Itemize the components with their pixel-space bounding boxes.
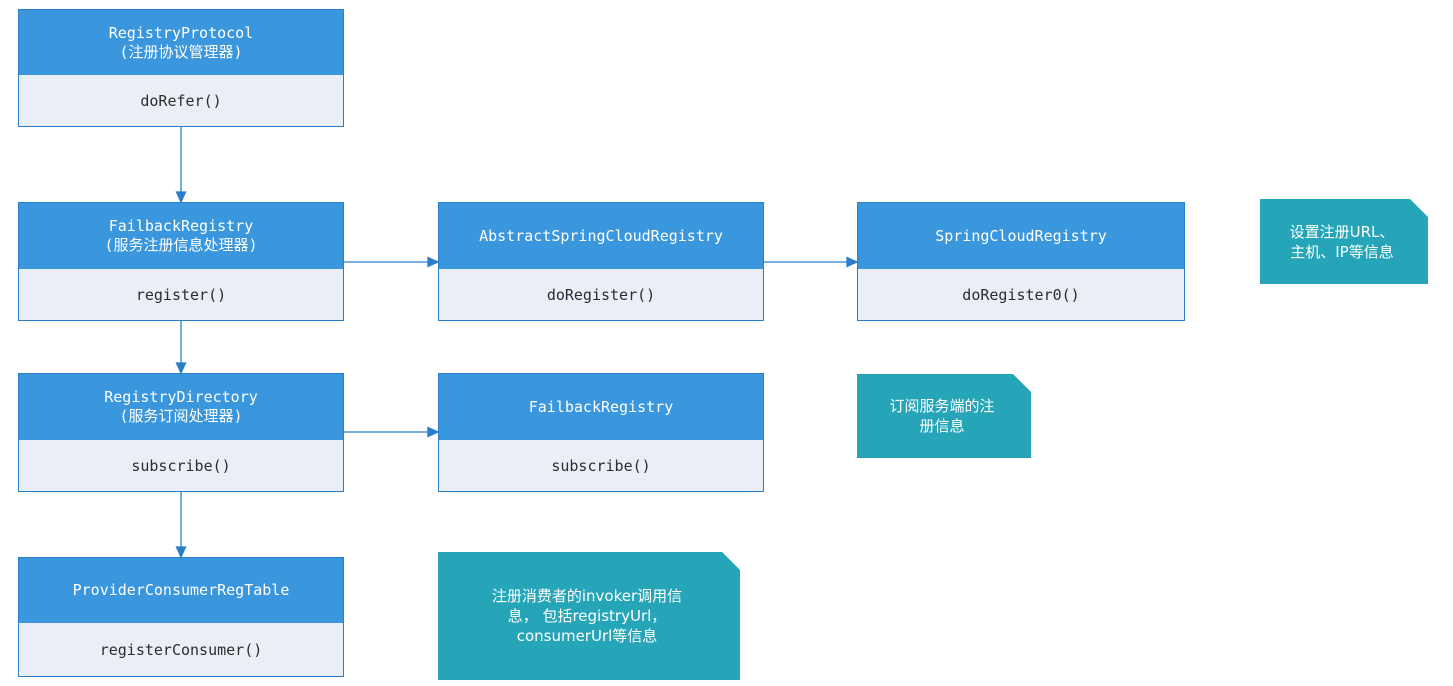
arrowhead-icon bbox=[427, 256, 440, 268]
registry-protocol-method: doRefer() bbox=[140, 91, 222, 110]
failback-registry-subscribe-method-row: subscribe() bbox=[439, 440, 763, 491]
registry-directory-method: subscribe() bbox=[131, 456, 231, 475]
abstract-spring-cloud-registry-node: AbstractSpringCloudRegistry doRegister() bbox=[438, 202, 764, 321]
failback-registry-title: FailbackRegistry bbox=[108, 217, 254, 235]
failback-registry-method-row: register() bbox=[19, 269, 343, 320]
arrowhead-icon bbox=[175, 191, 187, 204]
failback-registry-method: register() bbox=[135, 285, 227, 304]
abstract-spring-cloud-registry-title: AbstractSpringCloudRegistry bbox=[479, 226, 723, 245]
registry-protocol-title: RegistryProtocol bbox=[108, 23, 254, 42]
registry-protocol-header: RegistryProtocol (注册协议管理器) bbox=[19, 10, 343, 75]
note-fold-corner bbox=[1013, 374, 1031, 392]
consumer-note-text: 注册消费者的invoker调用信 息， 包括registryUrl， consu… bbox=[491, 587, 683, 645]
registry-directory-header: RegistryDirectory (服务订阅处理器) bbox=[19, 374, 343, 440]
spring-cloud-registry-method: doRegister0() bbox=[962, 285, 1080, 304]
spring-cloud-registry-method-row: doRegister0() bbox=[858, 269, 1184, 320]
registry-directory-method-row: subscribe() bbox=[19, 440, 343, 491]
provider-consumer-reg-table-title: ProviderConsumerRegTable bbox=[72, 581, 290, 599]
registry-protocol-method-row: doRefer() bbox=[19, 75, 343, 126]
spring-cloud-registry-title: SpringCloudRegistry bbox=[935, 226, 1107, 245]
spring-cloud-registry-header: SpringCloudRegistry bbox=[858, 203, 1184, 269]
provider-consumer-reg-table-method: registerConsumer() bbox=[99, 640, 263, 659]
failback-registry-subscribe-method: subscribe() bbox=[551, 456, 651, 475]
registry-directory-title: RegistryDirectory bbox=[104, 388, 258, 406]
failback-registry-subscribe-header: FailbackRegistry bbox=[439, 374, 763, 440]
abstract-spring-cloud-registry-method: doRegister() bbox=[546, 285, 656, 304]
registry-protocol-node: RegistryProtocol (注册协议管理器) doRefer() bbox=[18, 9, 344, 127]
failback-registry-header: FailbackRegistry (服务注册信息处理器) bbox=[19, 203, 343, 269]
provider-consumer-reg-table-header: ProviderConsumerRegTable bbox=[19, 558, 343, 623]
abstract-spring-cloud-registry-method-row: doRegister() bbox=[439, 269, 763, 320]
failback-registry-subtitle: (服务注册信息处理器) bbox=[104, 236, 258, 254]
register-url-note: 设置注册URL、 主机、IP等信息 bbox=[1260, 199, 1428, 284]
abstract-spring-cloud-registry-header: AbstractSpringCloudRegistry bbox=[439, 203, 763, 269]
spring-cloud-registry-node: SpringCloudRegistry doRegister0() bbox=[857, 202, 1185, 321]
arrowhead-icon bbox=[846, 256, 859, 268]
subscribe-note: 订阅服务端的注 册信息 bbox=[857, 374, 1031, 458]
registry-directory-subtitle: (服务订阅处理器) bbox=[119, 407, 243, 425]
arrowhead-icon bbox=[175, 362, 187, 375]
failback-registry-subscribe-title: FailbackRegistry bbox=[528, 397, 674, 416]
failback-registry-node: FailbackRegistry (服务注册信息处理器) register() bbox=[18, 202, 344, 321]
failback-registry-subscribe-node: FailbackRegistry subscribe() bbox=[438, 373, 764, 492]
consumer-note: 注册消费者的invoker调用信 息， 包括registryUrl， consu… bbox=[438, 552, 740, 680]
registry-directory-node: RegistryDirectory (服务订阅处理器) subscribe() bbox=[18, 373, 344, 492]
register-url-note-text: 设置注册URL、 主机、IP等信息 bbox=[1289, 222, 1395, 261]
arrowhead-icon bbox=[427, 426, 440, 438]
provider-consumer-reg-table-node: ProviderConsumerRegTable registerConsume… bbox=[18, 557, 344, 677]
provider-consumer-reg-table-method-row: registerConsumer() bbox=[19, 623, 343, 676]
subscribe-note-text: 订阅服务端的注 册信息 bbox=[889, 397, 995, 435]
note-fold-corner bbox=[1410, 199, 1428, 217]
arrowhead-icon bbox=[175, 546, 187, 559]
note-fold-corner bbox=[722, 552, 740, 570]
registry-protocol-subtitle: (注册协议管理器) bbox=[119, 42, 243, 61]
